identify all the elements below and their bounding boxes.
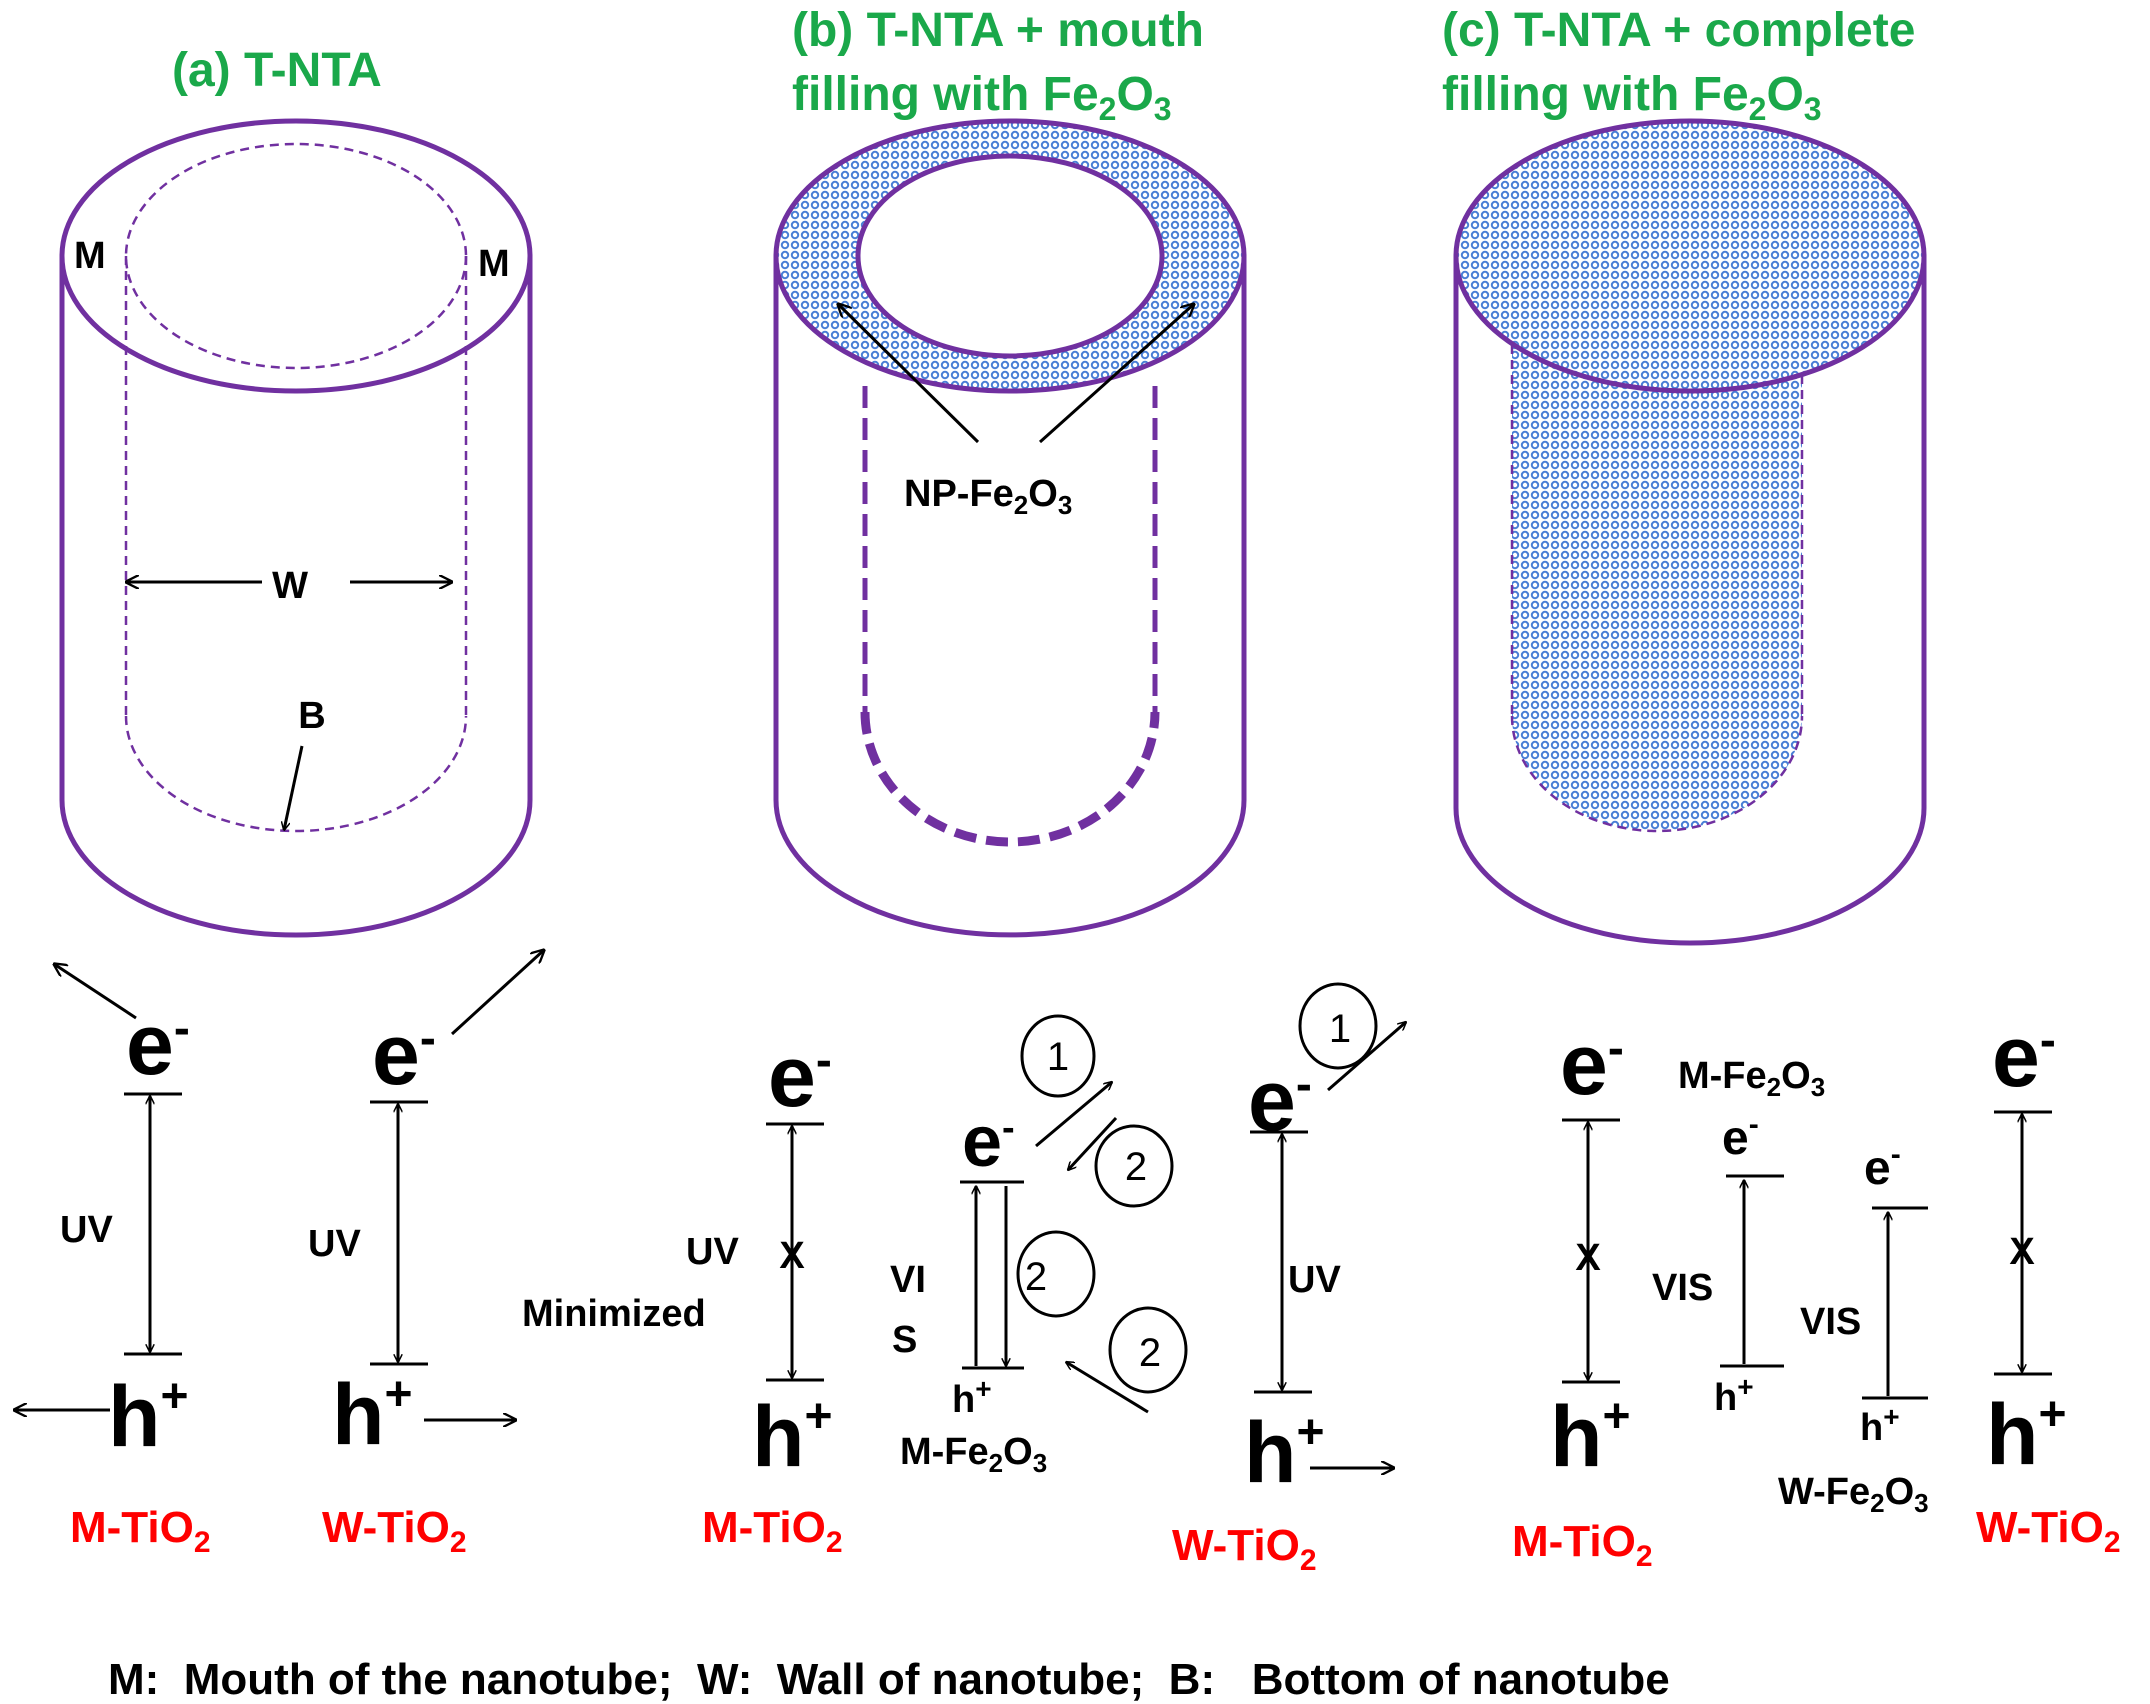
energy-b: e- X UV Minimized h+ M-TiO2 e- VI S h+ M…: [522, 982, 1406, 1577]
w-tio2-label-c: W-TiO2: [1976, 1503, 2121, 1559]
hole-b-m: h+: [752, 1389, 833, 1485]
np-arrow-left: [838, 304, 980, 444]
step2-circle-b-mid: [1016, 1230, 1096, 1318]
step2-label-b-bottom: 2: [1139, 1331, 1161, 1375]
m-fe2o3-label-c: M-Fe2O3: [1678, 1055, 1825, 1102]
electron-escape-a-w: [450, 950, 544, 1036]
electron-b-w: e-: [1248, 1053, 1312, 1149]
m-tio2-label-b: M-TiO2: [702, 1503, 843, 1559]
electron-b-m: e-: [768, 1029, 832, 1125]
electron-c-w: e-: [1992, 1009, 2056, 1105]
w-fe2o3-label-c: W-Fe2O3: [1778, 1471, 1929, 1518]
step2-arrow-b-bottom: [1066, 1360, 1149, 1414]
panel-c-title-line2: filling with Fe2O3: [1442, 68, 1822, 127]
uv-b-m: UV: [686, 1231, 739, 1273]
hole-a-m: h+: [108, 1369, 189, 1465]
wall-label: W: [272, 565, 308, 607]
electron-c-mfe: e-: [1722, 1108, 1759, 1165]
tube-c: [1453, 118, 1927, 946]
step1-label-b-left: 1: [1047, 1035, 1069, 1079]
uv-minimized-label: Minimized: [522, 1293, 706, 1335]
panel-a-title: (a) T-NTA: [172, 44, 382, 97]
cross-c-w: X: [2009, 1231, 2035, 1273]
cross-b-m: X: [779, 1235, 805, 1277]
step2-circle-b-bottom: [1108, 1306, 1188, 1394]
electron-escape-a-m: [54, 964, 137, 1020]
step1-circle-b-right: [1298, 982, 1378, 1070]
step1-label-b-right: 1: [1329, 1007, 1351, 1051]
tube-a: [59, 118, 533, 938]
np-label-bg: [900, 460, 1130, 522]
electron-c-wfe: e-: [1864, 1138, 1901, 1195]
np-arrow-right: [1038, 304, 1194, 444]
m-tio2-label-a: M-TiO2: [70, 1503, 211, 1559]
step2-circle-b-top: [1094, 1124, 1174, 1208]
vis-label-b-bottom: S: [892, 1319, 917, 1361]
vis-label-c-m: VIS: [1652, 1267, 1713, 1309]
hole-c-wfe: h+: [1860, 1401, 1900, 1449]
electron-c-m: e-: [1560, 1017, 1624, 1113]
hole-c-m: h+: [1550, 1389, 1631, 1485]
mouth-label-left: M: [74, 235, 106, 277]
uv-a-m: UV: [60, 1209, 113, 1251]
electron-a-m: e-: [126, 997, 190, 1093]
step2-label-b-top: 2: [1125, 1145, 1147, 1189]
energy-a: e- UV h+ M-TiO2 e- UV h+ W-TiO2: [14, 950, 544, 1559]
tube-b: [773, 118, 1247, 938]
uv-a-w: UV: [308, 1223, 361, 1265]
panel-c-title-line1: (c) T-NTA + complete: [1442, 4, 1915, 57]
m-fe2o3-label-b: M-Fe2O3: [900, 1431, 1047, 1478]
electron-a-w: e-: [372, 1007, 436, 1103]
w-tio2-label-b: W-TiO2: [1172, 1521, 1317, 1577]
step2-arrow-b-top: [1068, 1116, 1118, 1170]
step2-label-b-mid: 2: [1025, 1255, 1047, 1299]
bottom-arrow: [284, 745, 304, 830]
mouth-label-right: M: [478, 243, 510, 285]
m-tio2-label-c: M-TiO2: [1512, 1517, 1653, 1573]
step1-arrow-b-right: [1327, 1022, 1406, 1092]
legend-footer: M: Mouth of the nanotube; W: Wall of nan…: [108, 1655, 1670, 1704]
hole-b-fe: h+: [952, 1373, 992, 1421]
uv-b-w: UV: [1288, 1259, 1341, 1301]
panel-b: (b) T-NTA + mouth filling with Fe2O3 NP-…: [773, 4, 1247, 938]
hole-a-w: h+: [332, 1367, 413, 1463]
cross-c-m: X: [1575, 1237, 1601, 1279]
vis-label-b-top: VI: [890, 1259, 926, 1301]
w-tio2-label-a: W-TiO2: [322, 1503, 467, 1559]
electron-b-fe: e-: [962, 1102, 1015, 1182]
np-fe2o3-label: NP-Fe2O3: [904, 473, 1072, 520]
step1-arrow-b-left: [1035, 1082, 1112, 1148]
panel-c: (c) T-NTA + complete filling with Fe2O3: [1442, 4, 1927, 946]
vis-label-c-w: VIS: [1800, 1301, 1861, 1343]
panel-a: (a) T-NTA M M W B: [59, 44, 533, 938]
hole-b-w: h+: [1244, 1405, 1325, 1501]
energy-c: e- X h+ M-TiO2 M-Fe2O3 e- VIS h+ e- VIS …: [1512, 1009, 2121, 1573]
bottom-label: B: [298, 695, 325, 737]
hole-c-mfe: h+: [1714, 1371, 1754, 1419]
step1-circle-b-left: [1020, 1014, 1096, 1098]
panel-b-title-line2: filling with Fe2O3: [792, 68, 1172, 127]
hole-c-w: h+: [1986, 1387, 2067, 1483]
panel-b-title-line1: (b) T-NTA + mouth: [792, 4, 1204, 57]
